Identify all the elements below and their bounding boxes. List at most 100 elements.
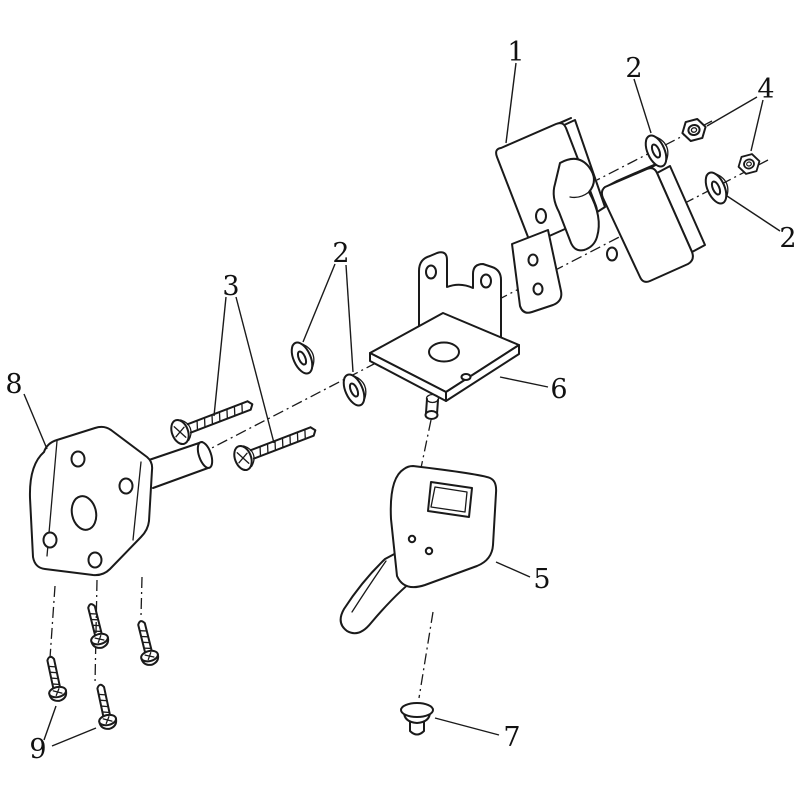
leader-5 bbox=[495, 561, 531, 578]
rod bbox=[145, 441, 209, 489]
hole bbox=[87, 551, 103, 569]
small-hole bbox=[535, 208, 547, 224]
small-hole bbox=[407, 534, 417, 544]
part-4-hex-nut bbox=[737, 153, 761, 175]
part-9-screw bbox=[137, 620, 160, 666]
part-2-washer bbox=[704, 171, 729, 205]
part-2-washer bbox=[644, 134, 669, 168]
part-8-mount-bracket bbox=[28, 425, 214, 577]
screw-shaft bbox=[46, 655, 62, 691]
leader-8 bbox=[23, 393, 48, 450]
pin bbox=[425, 398, 439, 415]
leader-6 bbox=[499, 376, 549, 388]
part-1-latch-body bbox=[495, 117, 706, 314]
callout-label-9: 9 bbox=[29, 734, 46, 765]
ear-hole bbox=[480, 273, 492, 289]
screw-threads bbox=[89, 613, 102, 633]
nut-bore bbox=[687, 123, 701, 137]
nut-thread bbox=[746, 161, 752, 167]
part-4-hex-nut bbox=[681, 117, 707, 143]
callout-label-5: 5 bbox=[533, 564, 550, 595]
plate-hole bbox=[527, 253, 539, 267]
part-3-screw bbox=[233, 426, 317, 472]
phillips-cross-icon bbox=[102, 716, 113, 725]
screw-threads bbox=[139, 630, 152, 650]
screw-shaft bbox=[249, 426, 317, 460]
screw-threads bbox=[259, 428, 306, 457]
hook-inner-line bbox=[569, 191, 590, 199]
pin-tip bbox=[424, 410, 439, 420]
nut-bore bbox=[743, 158, 755, 170]
screw-shaft bbox=[96, 683, 112, 719]
phillips-cross-icon bbox=[173, 426, 187, 438]
lower-plate bbox=[511, 229, 563, 314]
centerline-bracket-to-lever bbox=[420, 419, 432, 469]
washer-hole bbox=[348, 382, 360, 398]
centerline-screw-right bbox=[140, 576, 143, 617]
pin-base bbox=[425, 393, 440, 404]
part-2-washer bbox=[290, 341, 315, 375]
phillips-cross-icon bbox=[52, 688, 63, 697]
leader-3a bbox=[213, 296, 227, 417]
phillips-cross-icon bbox=[144, 652, 155, 661]
hole bbox=[118, 477, 134, 495]
part-9-screw bbox=[87, 603, 110, 649]
screw-head-rim bbox=[243, 445, 255, 468]
washer-edge bbox=[298, 342, 315, 372]
screw-shaft bbox=[137, 620, 154, 655]
phillips-cross-icon bbox=[94, 635, 105, 644]
washer-edge bbox=[350, 374, 367, 404]
washer-hole bbox=[710, 180, 722, 196]
callout-label-1: 1 bbox=[507, 37, 524, 68]
washer-hole bbox=[650, 143, 662, 159]
leader-lines bbox=[23, 62, 781, 747]
part-7-push-pin bbox=[400, 702, 434, 736]
callout-label-6: 6 bbox=[550, 374, 567, 405]
screw-threads bbox=[47, 665, 61, 686]
part-6-angle-bracket bbox=[369, 251, 520, 420]
small-hole bbox=[424, 546, 434, 556]
pin-head bbox=[400, 702, 434, 718]
part-9-screw bbox=[46, 655, 68, 702]
small-hole bbox=[460, 373, 472, 381]
washer-edge bbox=[652, 135, 669, 165]
centerline-lever-to-pin bbox=[418, 611, 434, 699]
center-hole bbox=[428, 341, 460, 363]
callout-label-2-top: 2 bbox=[625, 53, 642, 84]
rod-end bbox=[196, 441, 214, 469]
nut-thread bbox=[690, 127, 698, 133]
screw-shaft bbox=[186, 400, 254, 434]
callout-labels: 1 2 4 2 2 3 6 8 5 7 9 bbox=[5, 37, 796, 765]
leader-2-mid-a bbox=[302, 263, 336, 343]
leader-1 bbox=[505, 62, 517, 144]
screw-threads bbox=[196, 402, 243, 431]
screw-shaft bbox=[87, 603, 104, 638]
hole bbox=[42, 531, 58, 549]
leader-2-mid-b bbox=[345, 264, 354, 373]
leader-4a bbox=[706, 96, 758, 127]
callout-label-8: 8 bbox=[5, 369, 22, 400]
callout-label-7: 7 bbox=[503, 722, 520, 753]
ear-hole bbox=[425, 264, 437, 280]
centerline-screw-left bbox=[49, 585, 56, 659]
part-9-screw bbox=[96, 683, 118, 730]
part-5-lever bbox=[339, 465, 498, 635]
screw-threads bbox=[97, 693, 111, 714]
leader-3b bbox=[235, 296, 275, 444]
leader-7 bbox=[434, 717, 500, 736]
centerline-screw-middle bbox=[94, 579, 98, 685]
hole bbox=[70, 450, 86, 468]
callout-label-4: 4 bbox=[757, 74, 774, 105]
washer-hole bbox=[296, 350, 308, 366]
small-hole bbox=[606, 246, 618, 262]
bend-line bbox=[351, 560, 387, 613]
screw-head-rim bbox=[180, 419, 192, 442]
leader-9a bbox=[43, 705, 57, 741]
callout-label-3: 3 bbox=[222, 271, 239, 302]
part-3-screw bbox=[170, 400, 254, 446]
leader-2-right bbox=[726, 195, 781, 232]
part-2-washer bbox=[342, 373, 367, 407]
right-block-face bbox=[600, 167, 694, 283]
